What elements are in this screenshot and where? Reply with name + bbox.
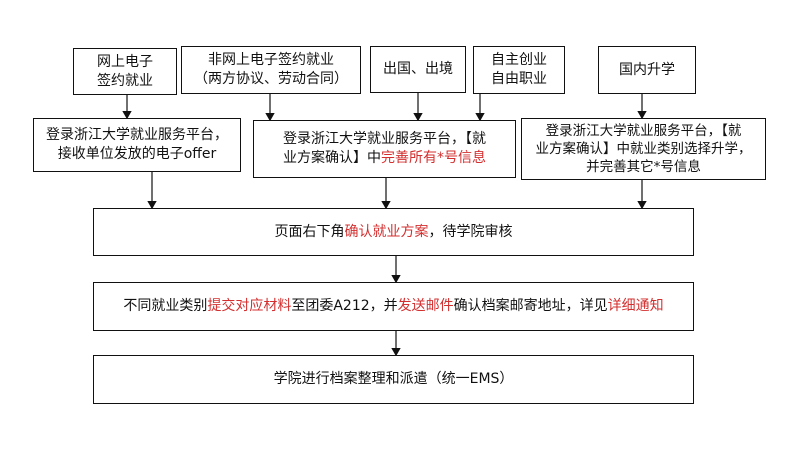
study-step-line1: 登录浙江大学就业服务平台，【就: [545, 123, 742, 139]
self-employed-box: 自主创业 自由职业: [473, 46, 565, 94]
abroad-label: 出国、出境: [383, 61, 453, 77]
self-employed-line2: 自由职业: [491, 71, 547, 87]
confirm-prefix: 页面右下角: [274, 223, 345, 240]
study-step-line3: 并完善其它*号信息: [586, 159, 701, 175]
domestic-study-label: 国内升学: [619, 61, 675, 78]
plan-step-line1: 登录浙江大学就业服务平台，【就: [283, 131, 486, 147]
offline-contract-line2: （两方协议、劳动合同）: [194, 71, 348, 87]
abroad-box: 出国、出境: [370, 46, 466, 93]
materials-highlight3: 详细通知: [607, 298, 664, 314]
materials-highlight2: 发送邮件: [397, 298, 454, 314]
plan-step-highlight: 完善所有*号信息: [381, 150, 486, 166]
offer-step-line2: 接收单位发放的电子offer: [57, 146, 217, 162]
plan-step-box: 登录浙江大学就业服务平台，【就 业方案确认】中完善所有*号信息: [253, 120, 516, 178]
plan-step-line2: 业方案确认】中完善所有*号信息: [283, 149, 486, 168]
materials-part1: 不同就业类别: [123, 298, 208, 314]
materials-part3: 确认档案邮寄地址，详见: [453, 298, 608, 314]
materials-text: 不同就业类别提交对应材料至团委A212，并发送邮件确认档案邮寄地址，详见详细通知: [123, 297, 663, 316]
online-contract-box: 网上电子 签约就业: [73, 48, 177, 95]
offer-step-line1: 登录浙江大学就业服务平台，: [46, 127, 228, 143]
plan-step-line2-prefix: 业方案确认】中: [283, 150, 381, 166]
confirm-highlight: 确认就业方案: [344, 223, 429, 240]
study-step-line2: 业方案确认】中就业类别选择升学，: [535, 141, 752, 157]
dispatch-text: 学院进行档案整理和派遣（统一EMS）: [273, 371, 514, 387]
offline-contract-box: 非网上电子签约就业 （两方协议、劳动合同）: [181, 46, 361, 94]
online-contract-line2: 签约就业: [97, 72, 153, 89]
materials-highlight1: 提交对应材料: [207, 298, 292, 314]
online-contract-line1: 网上电子: [97, 53, 153, 70]
submit-materials-box: 不同就业类别提交对应材料至团委A212，并发送邮件确认档案邮寄地址，详见详细通知: [93, 282, 694, 331]
materials-part2: 至团委A212，并: [291, 298, 398, 314]
offer-step-box: 登录浙江大学就业服务平台， 接收单位发放的电子offer: [33, 118, 241, 172]
confirm-plan-text: 页面右下角确认就业方案，待学院审核: [275, 223, 513, 242]
confirm-plan-box: 页面右下角确认就业方案，待学院审核: [93, 208, 694, 256]
offline-contract-line1: 非网上电子签约就业: [208, 52, 334, 68]
dispatch-box: 学院进行档案整理和派遣（统一EMS）: [93, 355, 694, 404]
confirm-suffix: ，待学院审核: [428, 223, 513, 240]
domestic-study-box: 国内升学: [598, 46, 696, 94]
study-step-box: 登录浙江大学就业服务平台，【就 业方案确认】中就业类别选择升学， 并完善其它*号…: [521, 118, 766, 180]
self-employed-line1: 自主创业: [491, 52, 547, 68]
